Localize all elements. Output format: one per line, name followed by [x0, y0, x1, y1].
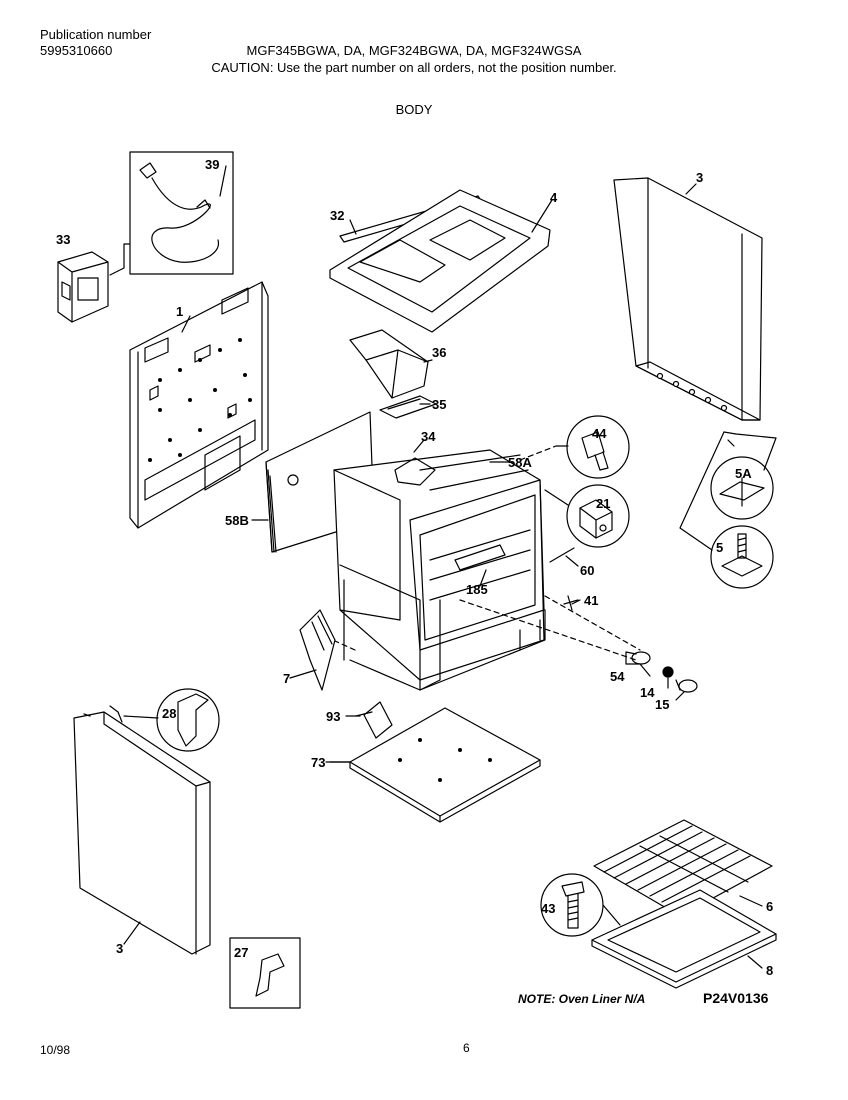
part-14-nut [663, 667, 673, 677]
callout-21: 21 [596, 496, 611, 511]
callout-58b: 58B [225, 513, 249, 528]
callout-5a: 5A [735, 466, 752, 481]
callout-58a: 58A [508, 455, 532, 470]
part-1-back-panel [130, 282, 268, 528]
callout-7: 7 [283, 671, 291, 686]
callout-32: 32 [330, 208, 345, 223]
part-93-bracket [356, 702, 392, 738]
callout-1: 1 [176, 304, 184, 319]
section-title: BODY [395, 102, 433, 117]
oven-liner-note: NOTE: Oven Liner N/A [518, 992, 646, 1006]
callout-3-bottom: 3 [116, 941, 124, 956]
callout-28: 28 [162, 706, 177, 721]
callout-4: 4 [550, 190, 558, 205]
part-3-side-panel-left [74, 706, 210, 954]
callout-8: 8 [766, 963, 774, 978]
part-54-cap [626, 652, 650, 664]
callout-41: 41 [584, 593, 599, 608]
callout-15: 15 [655, 697, 670, 712]
oven-frame-legs [340, 565, 545, 690]
part-41-clip [564, 596, 578, 610]
part-3-side-panel-right [614, 178, 762, 420]
callout-73: 73 [311, 755, 326, 770]
part-44-knob-callout [556, 416, 629, 478]
callout-39: 39 [205, 157, 220, 172]
part-27-bracket-box [230, 938, 300, 1008]
callout-44: 44 [592, 426, 607, 441]
callout-27: 27 [234, 945, 249, 960]
callout-34: 34 [421, 429, 436, 444]
part-28-clip-callout [124, 689, 219, 751]
publication-label: Publication number [40, 27, 152, 42]
part-33-junction-box [58, 252, 108, 322]
callout-54: 54 [610, 669, 625, 684]
oven-cavity [334, 450, 544, 680]
footer-date: 10/98 [40, 1043, 71, 1057]
model-numbers: MGF345BGWA, DA, MGF324BGWA, DA, MGF324WG… [246, 43, 582, 58]
callout-93: 93 [326, 709, 341, 724]
part-36-bracket [350, 330, 428, 398]
callout-35: 35 [432, 397, 447, 412]
part-21-block-callout [545, 485, 629, 547]
part-39-power-cord [110, 152, 233, 275]
callout-60: 60 [580, 563, 595, 578]
part-60-pin [550, 548, 574, 562]
caution-text: CAUTION: Use the part number on all orde… [211, 60, 617, 75]
callout-33: 33 [56, 232, 71, 247]
label-leaders [124, 166, 762, 968]
part-15-bulb [676, 680, 697, 692]
callout-3-top: 3 [696, 170, 704, 185]
part-5a-bracket-callout [711, 457, 773, 519]
callout-36: 36 [432, 345, 447, 360]
part-4-top-frame [330, 190, 550, 332]
callout-43: 43 [541, 901, 556, 916]
part-73-bottom-panel [330, 708, 540, 822]
part-8-broil-pan [592, 890, 776, 988]
callout-14: 14 [640, 685, 655, 700]
callout-6: 6 [766, 899, 774, 914]
callout-5: 5 [716, 540, 724, 555]
drawing-code: P24V0136 [703, 990, 769, 1006]
publication-number: 5995310660 [40, 43, 113, 58]
page-number: 6 [463, 1041, 470, 1055]
callout-leaders-right [680, 432, 776, 550]
callout-185: 185 [466, 582, 488, 597]
part-43-screw-callout [541, 874, 620, 936]
part-5-leveler-callout [711, 526, 773, 588]
part-35-vent [380, 396, 436, 418]
part-7-hinge [300, 610, 335, 690]
